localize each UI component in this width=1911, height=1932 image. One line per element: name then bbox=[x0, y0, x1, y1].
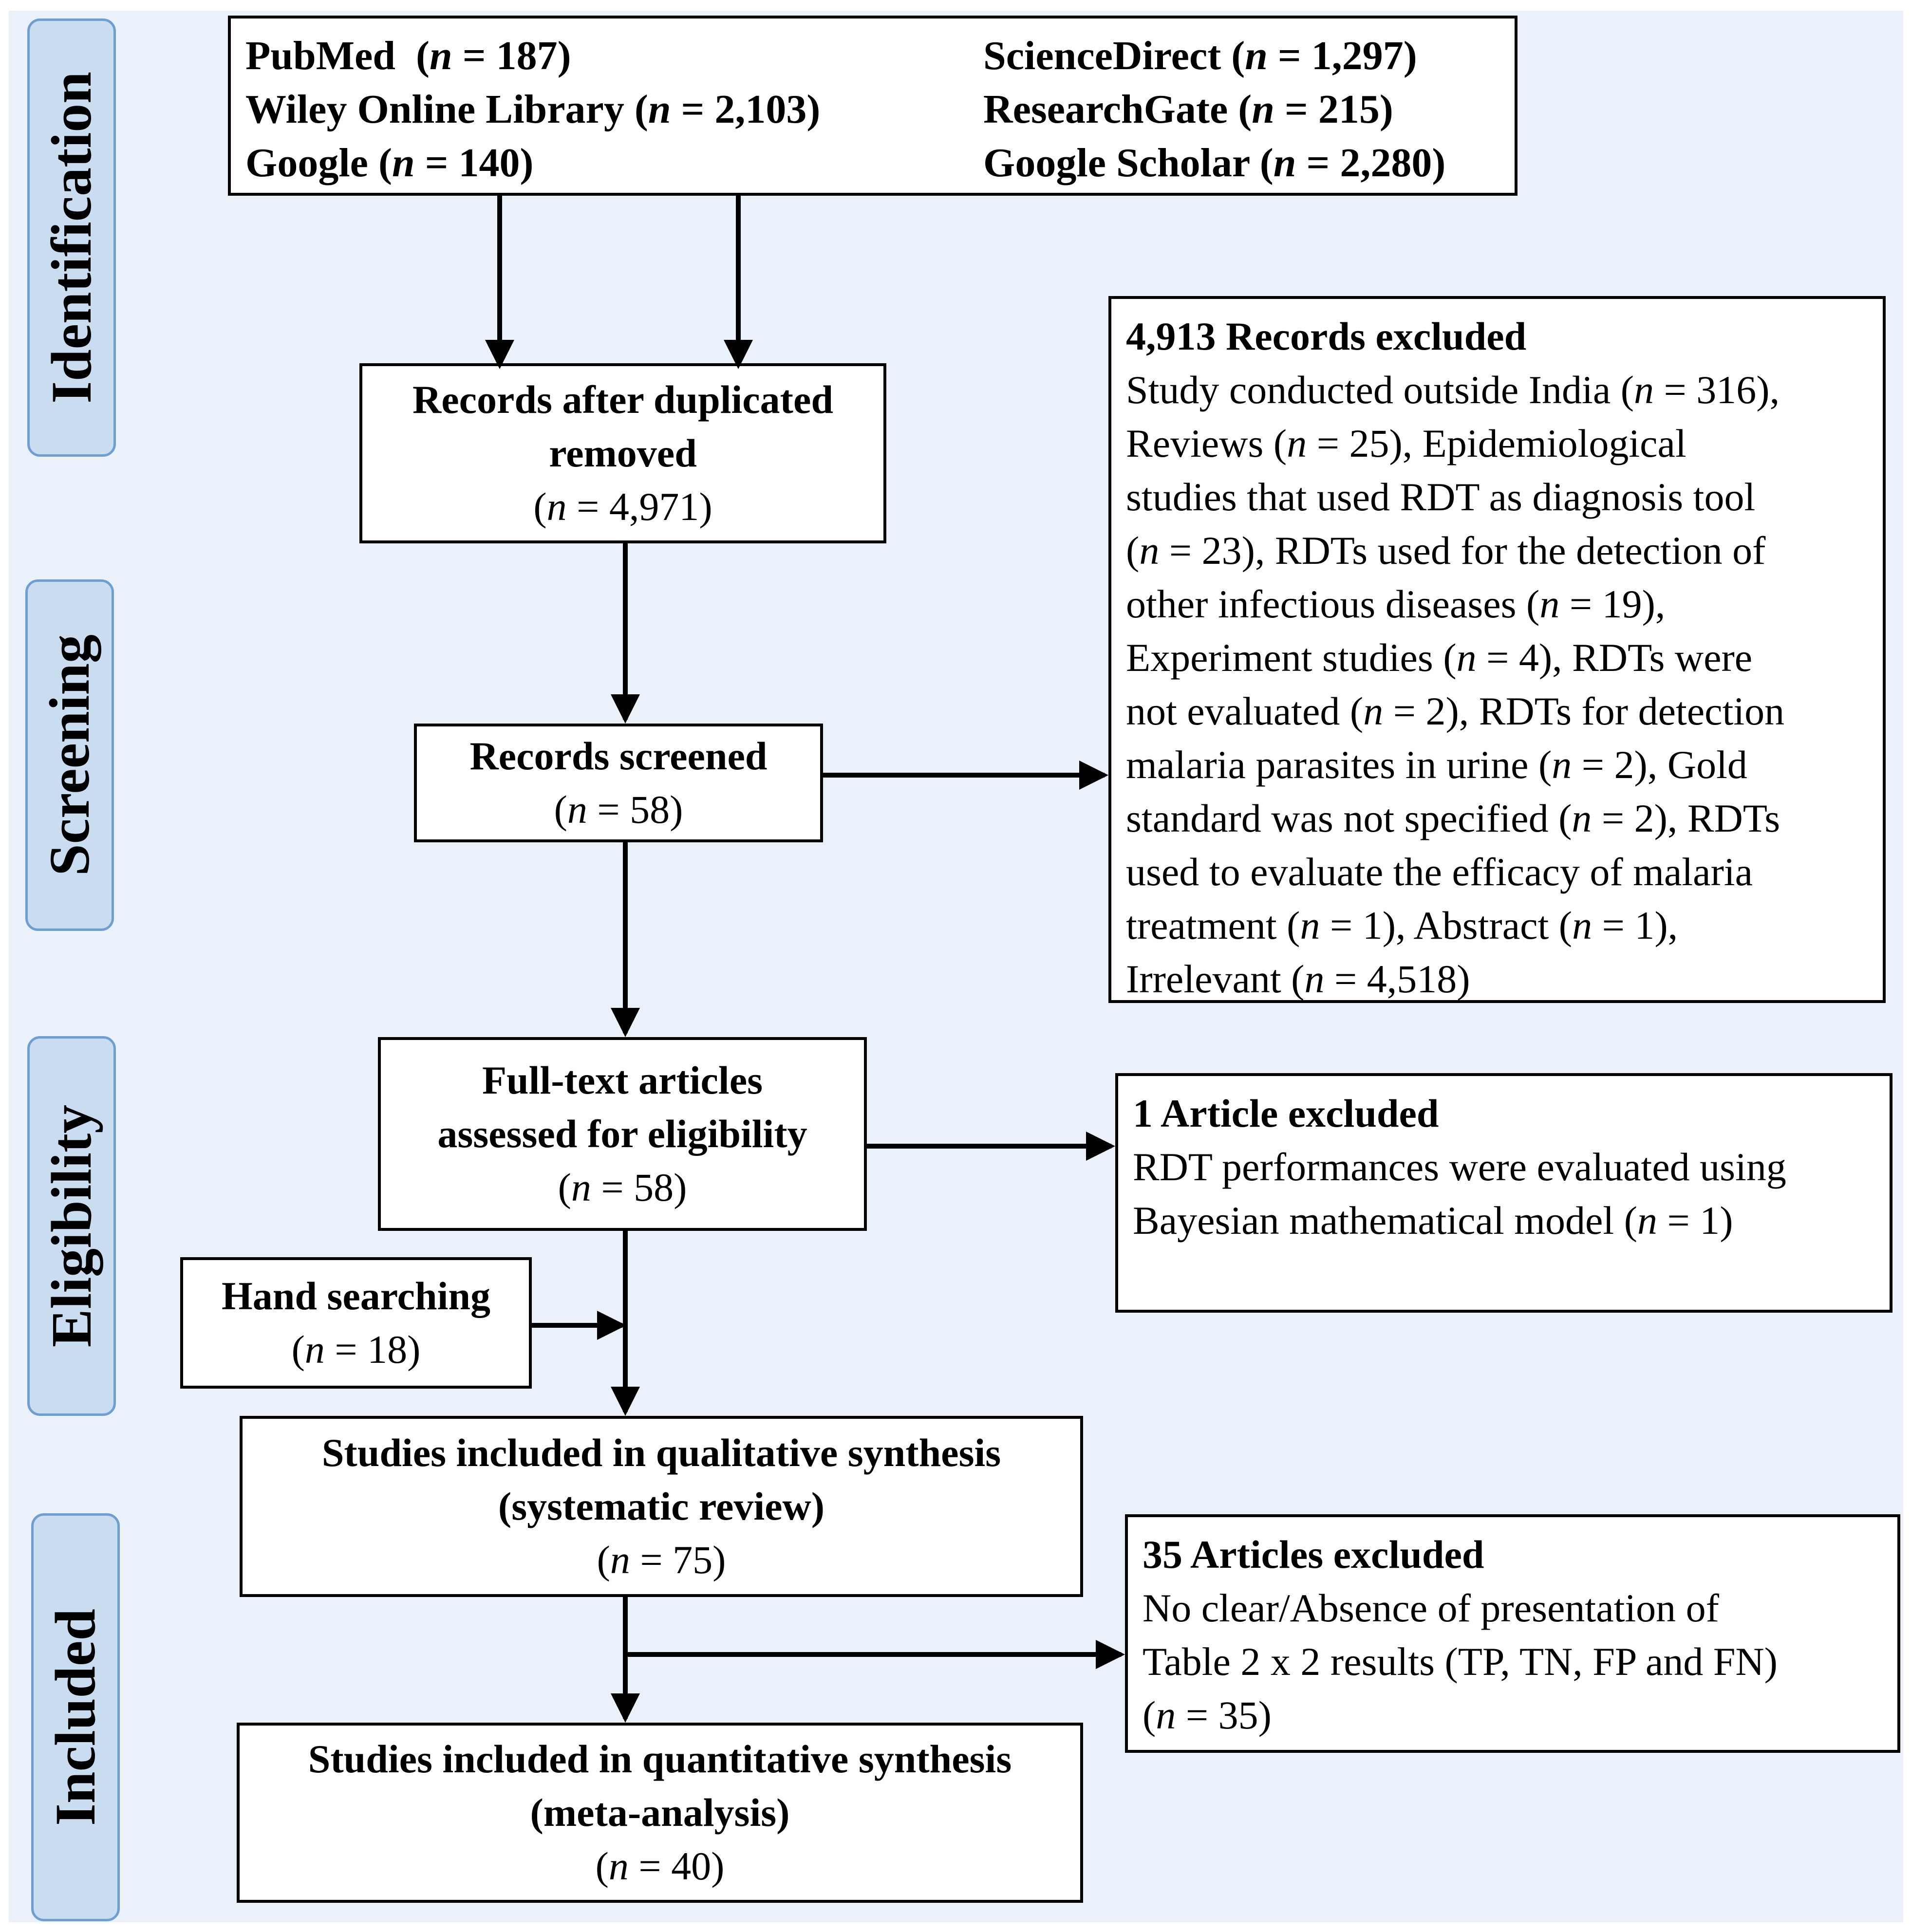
quantitative-synthesis-box: Studies included in quantitative synthes… bbox=[237, 1723, 1083, 1903]
excluded-reason-line: Experiment studies (n = 4), RDTs were bbox=[1126, 635, 1753, 680]
excluded-reason-line: Irrelevant (n = 4,518) bbox=[1126, 957, 1470, 1001]
excluded-reason-line: (n = 23), RDTs used for the detection of bbox=[1126, 528, 1766, 573]
articles-excluded-reason: No clear/Absence of presentation of bbox=[1143, 1586, 1719, 1630]
records-excluded-title: 4,913 Records excluded bbox=[1126, 314, 1527, 358]
records-screened-box: Records screened (n = 58) bbox=[414, 724, 823, 842]
excluded-reason-line: treatment (n = 1), Abstract (n = 1), bbox=[1126, 903, 1678, 947]
source-researchgate: ResearchGate (n = 215) bbox=[983, 87, 1393, 132]
article-excluded-box: 1 Article excluded RDT performances were… bbox=[1115, 1073, 1892, 1313]
source-sciencedirect: ScienceDirect (n = 1,297) bbox=[983, 33, 1417, 78]
full-text-count: (n = 58) bbox=[558, 1165, 687, 1209]
source-pubmed: PubMed (n = 187) bbox=[245, 33, 571, 78]
excluded-reason-line: malaria parasites in urine (n = 2), Gold bbox=[1126, 743, 1747, 787]
after-duplicates-line1: Records after duplicated bbox=[412, 377, 833, 422]
excluded-reason-line: other infectious diseases (n = 19), bbox=[1126, 582, 1666, 626]
screened-title: Records screened bbox=[469, 734, 768, 778]
screened-count: (n = 58) bbox=[554, 787, 683, 832]
sources-box: PubMed (n = 187) ScienceDirect (n = 1,29… bbox=[228, 16, 1518, 196]
qualitative-line2: (systematic review) bbox=[498, 1484, 825, 1528]
excluded-reason-line: used to evaluate the efficacy of malaria bbox=[1126, 850, 1753, 894]
quantitative-line2: (meta-analysis) bbox=[530, 1790, 790, 1835]
hand-searching-title: Hand searching bbox=[221, 1274, 491, 1318]
article-excluded-title: 1 Article excluded bbox=[1133, 1091, 1439, 1135]
source-google-scholar: Google Scholar (n = 2,280) bbox=[983, 140, 1446, 186]
records-after-duplicates-box: Records after duplicated removed (n = 4,… bbox=[359, 363, 886, 543]
excluded-reason-line: standard was not specified (n = 2), RDTs bbox=[1126, 796, 1780, 840]
hand-searching-box: Hand searching (n = 18) bbox=[180, 1257, 532, 1389]
excluded-reason-line: Study conducted outside India (n = 316), bbox=[1126, 368, 1780, 412]
excluded-reason-line: not evaluated (n = 2), RDTs for detectio… bbox=[1126, 689, 1785, 733]
quantitative-line1: Studies included in quantitative synthes… bbox=[308, 1737, 1012, 1781]
after-duplicates-count: (n = 4,971) bbox=[533, 484, 712, 529]
articles-excluded-reason: Table 2 x 2 results (TP, TN, FP and FN) bbox=[1143, 1639, 1778, 1684]
article-excluded-reason: RDT performances were evaluated using bbox=[1133, 1145, 1786, 1189]
qualitative-synthesis-box: Studies included in qualitative synthesi… bbox=[240, 1416, 1083, 1597]
full-text-line2: assessed for eligibility bbox=[437, 1112, 807, 1156]
stage-identification: Identification bbox=[27, 19, 116, 457]
quantitative-count: (n = 40) bbox=[595, 1844, 725, 1888]
articles-excluded-count: (n = 35) bbox=[1143, 1693, 1272, 1737]
source-google: Google (n = 140) bbox=[245, 140, 534, 186]
excluded-reason-line: Reviews (n = 25), Epidemiological bbox=[1126, 421, 1686, 465]
qualitative-line1: Studies included in qualitative synthesi… bbox=[321, 1430, 1001, 1475]
articles-excluded-title: 35 Articles excluded bbox=[1143, 1532, 1484, 1577]
after-duplicates-line2: removed bbox=[549, 431, 697, 475]
article-excluded-reason: Bayesian mathematical model (n = 1) bbox=[1133, 1198, 1733, 1243]
full-text-line1: Full-text articles bbox=[482, 1058, 763, 1102]
stage-included: Included bbox=[31, 1513, 120, 1921]
records-excluded-box: 4,913 Records excluded Study conducted o… bbox=[1108, 296, 1886, 1003]
stage-eligibility: Eligibility bbox=[27, 1036, 116, 1416]
stage-screening: Screening bbox=[25, 579, 114, 931]
full-text-articles-box: Full-text articles assessed for eligibil… bbox=[378, 1037, 867, 1231]
articles-excluded-box: 35 Articles excluded No clear/Absence of… bbox=[1125, 1514, 1900, 1753]
excluded-reason-line: studies that used RDT as diagnosis tool bbox=[1126, 475, 1756, 519]
qualitative-count: (n = 75) bbox=[597, 1538, 726, 1582]
source-wiley: Wiley Online Library (n = 2,103) bbox=[245, 87, 821, 132]
hand-searching-count: (n = 18) bbox=[291, 1327, 421, 1372]
